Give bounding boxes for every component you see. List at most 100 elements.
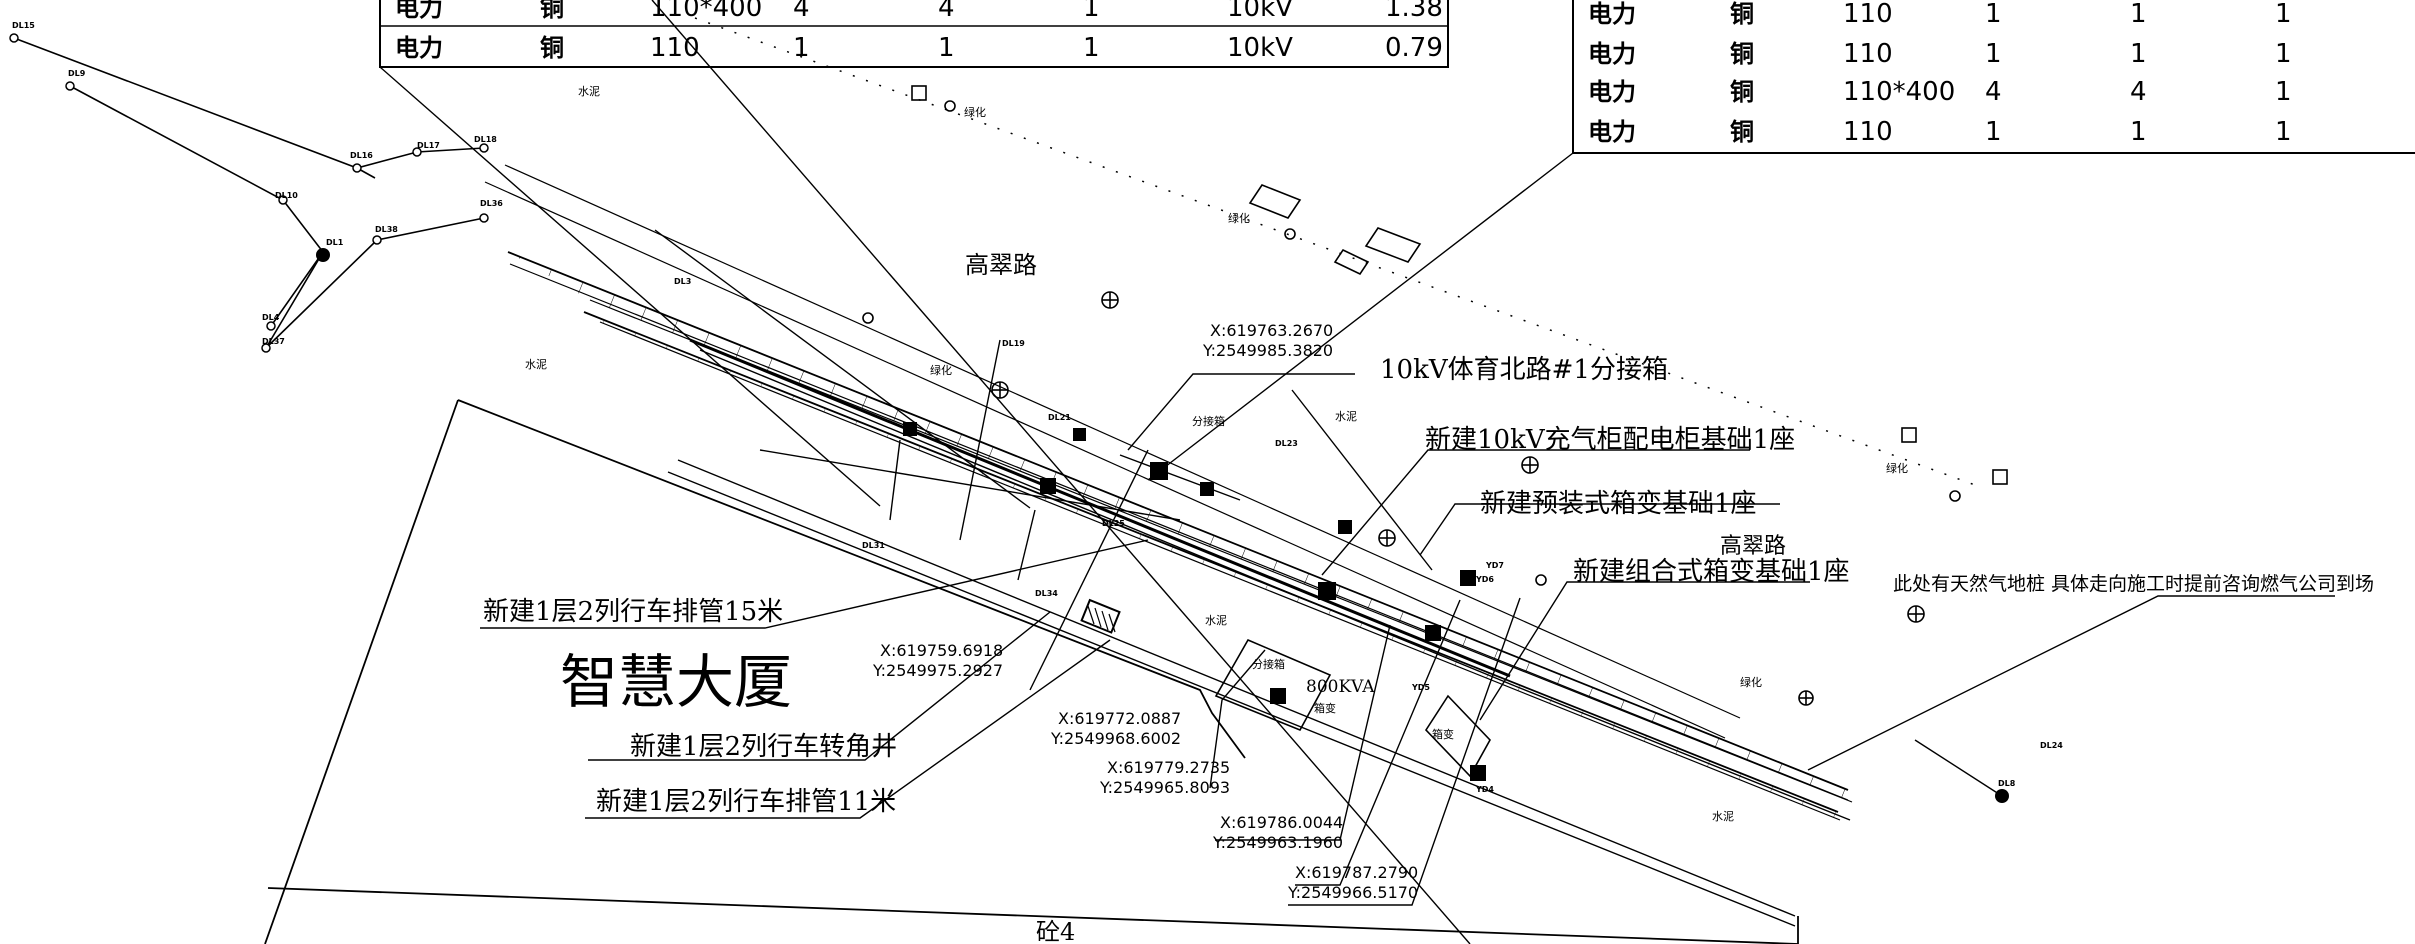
road-edge (689, 338, 1511, 678)
pipe-15m-label: 新建1层2列行车排管15米 (483, 597, 783, 627)
marker-label: DL1 (326, 238, 344, 247)
prefab-label: 新建预装式箱变基础1座 (1480, 489, 1757, 519)
table-cell: 铜 (1730, 39, 1754, 68)
branch-box (1318, 582, 1336, 600)
transformer-capacity: 800KVA (1306, 677, 1375, 697)
table-row: 电力 铜 110 1 1 1 (1588, 117, 2292, 147)
dotted-boundary (694, 17, 1976, 486)
lamp-icon (1284, 228, 1296, 240)
leader-line (1914, 739, 2003, 797)
table-cell: 1.38 (1385, 0, 1443, 23)
small-annotations: 水泥 水泥 水泥 水泥 水泥 绿化 绿化 绿化 绿化 绿化 分接箱 分接箱 箱变… (525, 85, 1908, 823)
table-cell: 110*400 (650, 0, 762, 23)
cable-table-right: 电力 铜 110 1 1 1 电力 铜 110 1 1 1 电力 铜 110*4… (1572, 0, 2415, 154)
annotation: 绿化 (930, 363, 952, 377)
leader-line (1215, 624, 1391, 841)
gas-note: 此处有天然气地桩 具体走向施工时提前咨询燃气公司到场 (1893, 573, 2374, 595)
hatch-line (1094, 607, 1102, 628)
branch-box (1200, 482, 1214, 496)
cable-node (479, 213, 489, 223)
table-cell: 铜 (1730, 77, 1754, 106)
table-cell: 1 (2130, 0, 2147, 29)
branch-box (1270, 688, 1286, 704)
coord-y: Y:2549985.3820 (1202, 341, 1333, 360)
table-cell: 电力 (395, 33, 443, 62)
cable-node (412, 147, 422, 157)
table-cell: 4 (2130, 77, 2147, 107)
branch-box (1338, 520, 1352, 534)
pipe-11m-label: 新建1层2列行车排管11米 (596, 787, 896, 817)
table-row: 电力 铜 110 1 1 1 (1588, 39, 2292, 69)
leader-line (379, 66, 881, 507)
marker-label: DL21 (1048, 413, 1071, 422)
cable-route (69, 85, 324, 327)
building-edge (457, 399, 1246, 759)
table-cell: 0.79 (1385, 33, 1443, 63)
table-cell: 4 (938, 0, 955, 23)
annotation: 分接箱 (1192, 414, 1225, 428)
building-name: 智慧大厦 (560, 648, 792, 716)
road-name-small: 高翠路 (1720, 534, 1786, 559)
corner-well-label: 新建1层2列行车转角井 (630, 732, 897, 762)
annotation: 水泥 (525, 358, 547, 371)
building-edge (264, 399, 459, 944)
marker-label: DL19 (1002, 339, 1025, 348)
leader-line (585, 639, 1111, 819)
annotation: 水泥 (1335, 410, 1357, 423)
table-cell: 1 (2275, 0, 2292, 29)
building-outline (264, 399, 1799, 944)
table-cell: 1 (1985, 0, 2002, 29)
coord-y: Y:2549963.1960 (1212, 833, 1343, 852)
box-transformer (1424, 694, 1491, 778)
table-cell: 铜 (1730, 117, 1754, 146)
table-row: 电力 铜 110*400 4 4 1 10kV 1.38 (395, 0, 1443, 23)
marker-label: YD7 (1485, 561, 1504, 570)
marker-label: DL10 (275, 191, 298, 200)
leader-line (1295, 599, 1461, 886)
table-cell: 1 (1083, 0, 1100, 23)
marker-label: DL18 (474, 135, 497, 144)
table-cell: 电力 (1588, 77, 1636, 106)
hatch-line (1108, 613, 1116, 633)
road-edge (677, 459, 1796, 917)
leader-line (1017, 509, 1036, 581)
building-edge (267, 887, 1799, 944)
leader-line (1288, 597, 1521, 906)
table-row: 电力 铜 110 1 1 1 10kV 0.79 (395, 33, 1443, 63)
annotation: 绿化 (1886, 461, 1908, 475)
table-cell: 1 (1985, 39, 2002, 69)
leader-line (759, 449, 1181, 521)
branch-box (1073, 428, 1086, 441)
table-cell: 110 (1843, 39, 1893, 69)
hatched-strip (584, 312, 1840, 820)
coord-x: X:619759.6918 (880, 641, 1003, 660)
leader-line (654, 229, 1031, 509)
road-edge (504, 164, 1741, 719)
cable-network-left (13, 37, 485, 349)
table-row: 电力 铜 110 1 1 1 (1588, 0, 2292, 29)
hatched-strip (508, 252, 1852, 802)
lamp-icon (862, 312, 874, 324)
coord-x: X:619786.0044 (1220, 813, 1343, 832)
combined-label: 新建组合式箱变基础1座 (1573, 557, 1850, 587)
leader-line (1479, 581, 1810, 721)
table-cell: 1 (2275, 39, 2292, 69)
table-cell: 1 (2275, 117, 2292, 147)
coord-x: X:619772.0887 (1058, 709, 1181, 728)
transformer-footprints (1214, 184, 1491, 778)
leader-line (1419, 503, 1780, 556)
cable-node (352, 163, 362, 173)
table-cell: 1 (2130, 117, 2147, 147)
table-row: 电力 铜 110*400 4 4 1 (1588, 77, 2292, 107)
cable-node (9, 33, 19, 43)
marker-label: DL16 (350, 151, 373, 160)
marker-label: DL37 (262, 337, 285, 346)
footer-label: 砼4 (1036, 918, 1075, 944)
coord-x: X:619779.2735 (1107, 758, 1230, 777)
coord-y: Y:2549968.6002 (1050, 729, 1181, 748)
leader-line (1321, 449, 1750, 576)
coord-y: Y:2549966.5170 (1287, 883, 1418, 902)
table-cell: 110 (650, 33, 700, 63)
leader-line (1119, 454, 1241, 501)
